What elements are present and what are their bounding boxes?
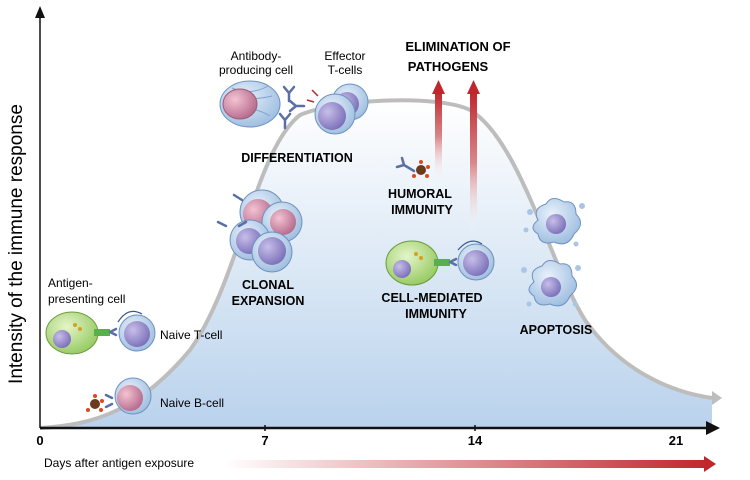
apc-label-line2: presenting cell xyxy=(48,292,125,306)
cell-mediated-label-line2: IMMUNITY xyxy=(405,307,467,321)
tick-label-21: 21 xyxy=(669,433,683,448)
humoral-label-line2: IMMUNITY xyxy=(391,203,453,217)
differentiation-label: DIFFERENTIATION xyxy=(241,151,353,165)
apc-label-line1: Antigen- xyxy=(48,276,93,290)
elimination-arrow-head-2 xyxy=(467,80,480,94)
plasma-cell-icon xyxy=(219,80,281,128)
time-gradient-bar xyxy=(225,460,707,468)
effector-t-cells-icon xyxy=(306,83,369,135)
humoral-label-line1: HUMORAL xyxy=(388,187,452,201)
y-axis-label: Intensity of the immune response xyxy=(6,104,27,384)
clonal-label-line1: CLONAL xyxy=(242,278,294,292)
time-gradient-arrowhead xyxy=(704,456,716,472)
elimination-arrow-head-1 xyxy=(432,80,445,94)
tick-label-14: 14 xyxy=(468,433,483,448)
tick-label-0: 0 xyxy=(36,433,43,448)
cell-mediated-icon xyxy=(385,240,495,286)
antigen-presenting-cell-icon xyxy=(45,311,118,355)
apoptotic-cells-icon xyxy=(521,198,585,307)
response-area xyxy=(40,100,712,428)
response-curve xyxy=(39,98,713,430)
curve-arrowhead xyxy=(712,391,722,405)
antibody-icon xyxy=(278,85,306,130)
effector-label-line2: T-cells xyxy=(328,63,363,77)
x-axis-arrowhead xyxy=(706,421,720,435)
elimination-arrow-shaft-2 xyxy=(470,92,477,234)
y-axis-arrowhead xyxy=(35,6,45,18)
elimination-label-line2: PATHOGENS xyxy=(408,59,489,74)
tick-label-7: 7 xyxy=(261,433,268,448)
antibody-cell-label-line1: Antibody- xyxy=(231,49,282,63)
clonal-label-line2: EXPANSION xyxy=(232,294,305,308)
x-axis-label: Days after antigen exposure xyxy=(44,456,194,470)
elimination-label-line1: ELIMINATION OF xyxy=(405,39,510,54)
antibody-cell-label-line2: producing cell xyxy=(219,63,293,77)
naive-t-label: Naive T-cell xyxy=(160,328,222,342)
apoptosis-label: APOPTOSIS xyxy=(520,323,593,337)
elimination-arrow-shaft-1 xyxy=(435,92,442,182)
cell-mediated-label-line1: CELL-MEDIATED xyxy=(381,291,482,305)
naive-b-cell-icon xyxy=(86,377,152,415)
effector-label-line1: Effector xyxy=(324,49,365,63)
naive-t-cell-icon xyxy=(117,310,156,352)
naive-b-label: Naive B-cell xyxy=(160,396,224,410)
antigen-antibody-icon xyxy=(395,156,430,178)
clonal-expansion-cells-icon xyxy=(216,189,303,273)
